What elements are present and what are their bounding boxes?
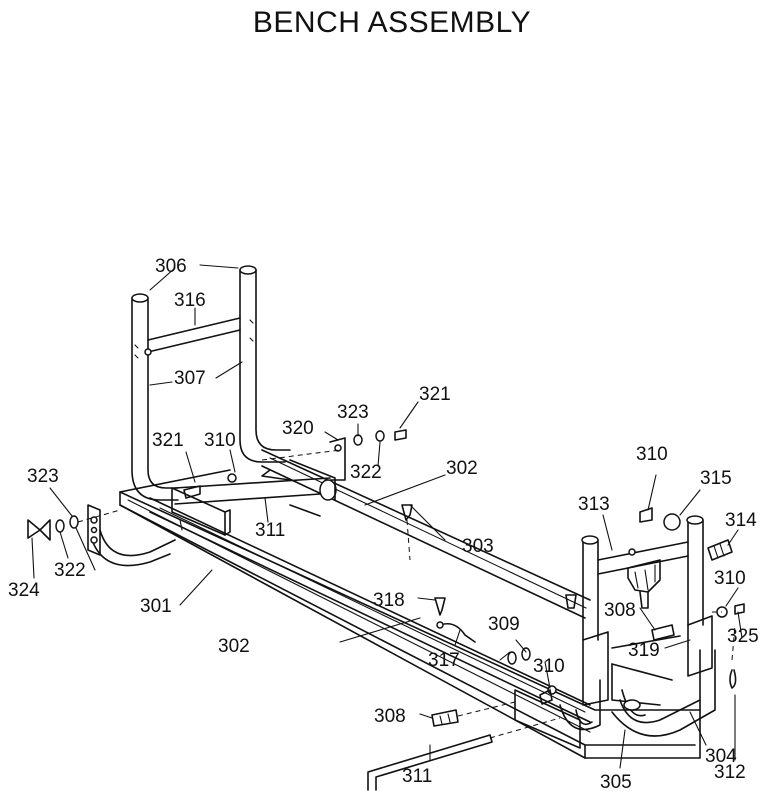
callout-303: 303 <box>462 536 494 557</box>
leader-lines <box>31 264 743 769</box>
callout-322-upper: 322 <box>350 462 382 483</box>
callout-308-right: 308 <box>604 600 636 621</box>
left-end-bracket <box>87 504 176 567</box>
callout-314: 314 <box>725 510 757 531</box>
callout-310-front: 310 <box>533 656 565 677</box>
callout-301: 301 <box>140 596 172 617</box>
callout-322-left: 322 <box>54 560 86 581</box>
callout-325: 325 <box>727 626 759 647</box>
callout-320: 320 <box>282 418 314 439</box>
callout-318: 318 <box>373 590 405 611</box>
callout-306: 306 <box>155 256 187 277</box>
rear-fasteners <box>183 469 291 499</box>
callout-321-upper: 321 <box>419 384 451 405</box>
callout-302-upper: 302 <box>446 458 478 479</box>
diagram-title: BENCH ASSEMBLY <box>252 6 532 39</box>
callout-321-left: 321 <box>152 430 184 451</box>
callout-307: 307 <box>174 368 206 389</box>
callout-319: 319 <box>628 640 660 661</box>
front-bracket-plate <box>507 647 581 749</box>
right-bracket-plates <box>582 615 713 706</box>
callout-324: 324 <box>8 580 40 601</box>
base-frame <box>119 469 701 759</box>
callout-305: 305 <box>600 772 632 793</box>
callout-310-right: 310 <box>714 568 746 589</box>
callout-312: 312 <box>714 762 746 783</box>
callout-323-upper: 323 <box>337 402 369 423</box>
callout-310-left: 310 <box>204 430 236 451</box>
callout-323-left: 323 <box>27 466 59 487</box>
callout-315: 315 <box>700 468 732 489</box>
callout-316: 316 <box>174 290 206 311</box>
pivot-assembly <box>627 507 733 609</box>
bolts-and-pins <box>367 624 675 791</box>
left-upright <box>131 265 291 501</box>
upper-side-rail <box>261 449 591 619</box>
callout-309: 309 <box>488 614 520 635</box>
callout-302-lower: 302 <box>218 636 250 657</box>
screws-and-bracket <box>401 504 577 643</box>
left-bracket-plate <box>171 487 231 536</box>
left-fasteners <box>27 509 121 541</box>
right-upright <box>581 515 704 641</box>
callout-311-lower: 311 <box>402 766 432 787</box>
callout-310-top: 310 <box>636 444 668 465</box>
callout-313: 313 <box>578 494 610 515</box>
lower-side-rail <box>149 497 591 723</box>
callout-308-front: 308 <box>374 706 406 727</box>
callout-317: 317 <box>428 650 460 671</box>
callout-labels: 306 316 307 321 310 311 320 323 321 322 … <box>8 256 759 793</box>
rear-crossbar <box>174 459 337 517</box>
callout-311-upper: 311 <box>255 520 285 541</box>
callout-304: 304 <box>705 746 737 767</box>
right-fasteners <box>539 603 745 705</box>
